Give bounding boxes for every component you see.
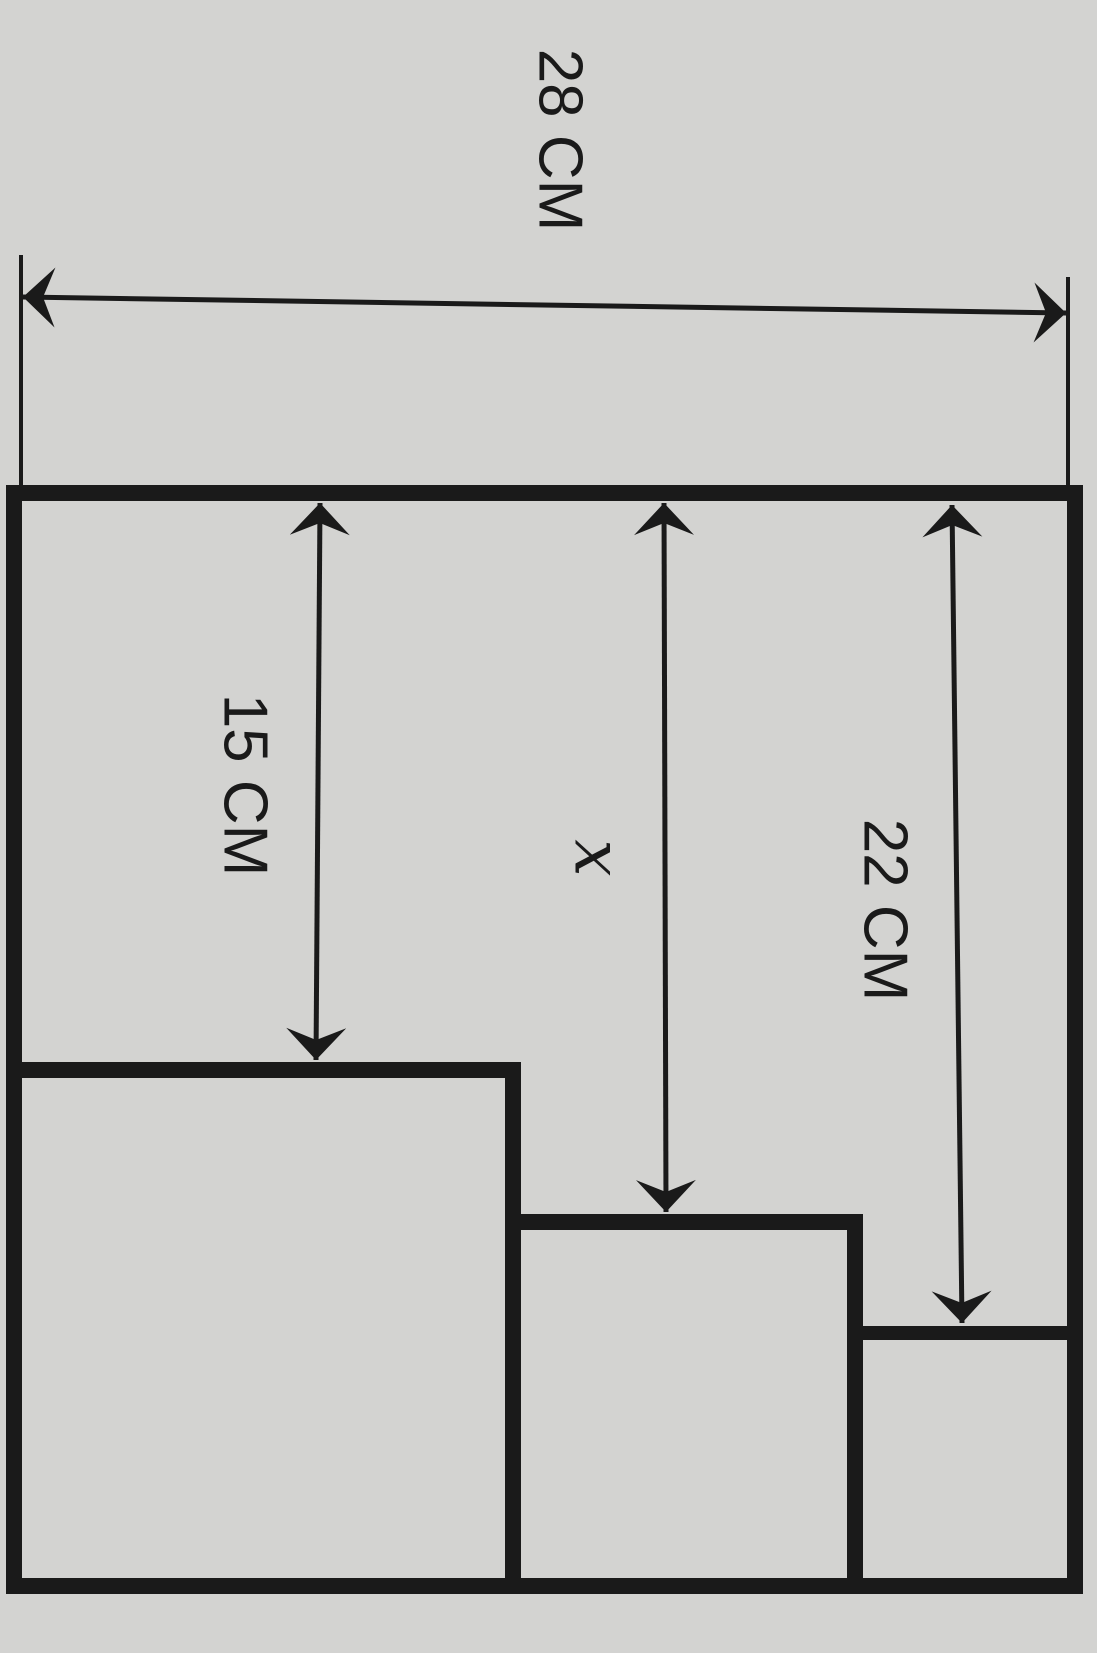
width-label: 28 CM — [526, 49, 595, 232]
height-x-arrow — [634, 502, 696, 1213]
height-22-label: 22 CM — [851, 819, 920, 1002]
width-dimension-arrow — [22, 267, 1067, 343]
medium-square-outline — [513, 1214, 863, 1586]
height-22-arrow — [922, 504, 992, 1324]
outer-rectangle — [6, 485, 1083, 1594]
height-15-label: 15 CM — [211, 694, 280, 877]
height-15-arrow — [286, 502, 350, 1061]
height-x-label: x — [560, 839, 637, 876]
large-square-outline — [14, 1062, 521, 1586]
